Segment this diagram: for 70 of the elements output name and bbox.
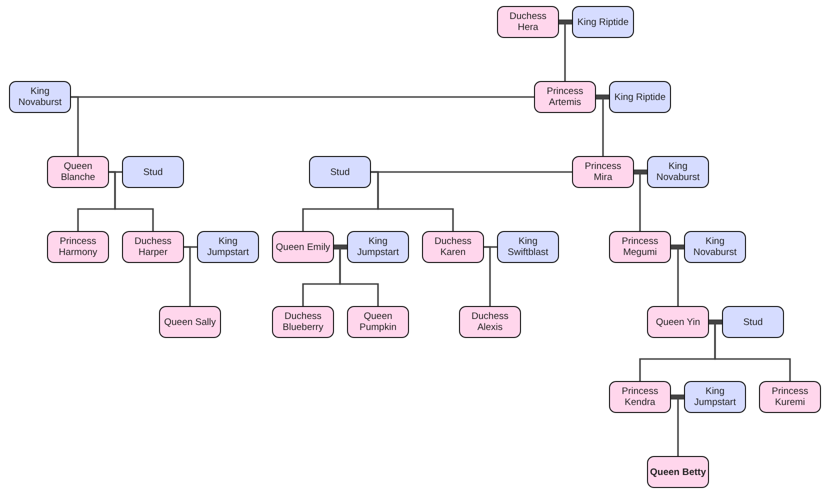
person-name: King Novaburst xyxy=(655,161,701,183)
person-box xyxy=(347,231,409,263)
marriage-line xyxy=(671,394,684,400)
person-name: Stud xyxy=(329,166,351,178)
person-name: Princess Megumi xyxy=(620,236,660,258)
person-box xyxy=(609,381,671,413)
person-name: Queen Yin xyxy=(654,316,702,328)
person-name: Princess Kendra xyxy=(620,386,660,408)
marriage-line xyxy=(596,94,609,100)
person-box xyxy=(534,81,596,113)
person-name: Queen Pumpkin xyxy=(358,311,398,333)
person-box xyxy=(272,231,334,263)
marriage-line xyxy=(634,170,647,174)
family-line xyxy=(484,246,491,306)
person-name: Princess Artemis xyxy=(546,86,584,108)
person-name: Stud xyxy=(142,166,164,178)
person-box xyxy=(272,306,334,338)
person-box xyxy=(684,381,746,413)
person-box xyxy=(497,6,559,38)
person-box xyxy=(459,306,521,338)
person-box xyxy=(684,231,746,263)
person-name: Duchess Hera xyxy=(508,11,548,33)
person-name: Queen Sally xyxy=(163,316,217,328)
person-box xyxy=(647,306,709,338)
family-line xyxy=(71,96,79,156)
family-line xyxy=(371,171,454,231)
person-name: King Jumpstart xyxy=(356,236,400,258)
person-box xyxy=(609,81,671,113)
person-name: King Novaburst xyxy=(692,236,738,258)
person-box xyxy=(422,231,484,263)
person-box xyxy=(572,156,634,188)
person-box xyxy=(9,81,71,113)
person-box xyxy=(497,231,559,263)
person-box xyxy=(122,231,184,263)
person-name: Princess Harmony xyxy=(58,236,98,258)
family-line xyxy=(109,171,154,231)
person-name: Princess Kuremi xyxy=(770,386,810,408)
person-name: King Swiftblast xyxy=(506,236,550,258)
person-name: King Jumpstart xyxy=(693,386,737,408)
marriage-line xyxy=(559,20,572,24)
person-name: King Riptide xyxy=(576,16,630,28)
person-box xyxy=(122,156,184,188)
person-name: Stud xyxy=(742,316,764,328)
person-box xyxy=(47,156,109,188)
person-name: King Jumpstart xyxy=(206,236,250,258)
person-name: Duchess Alexis xyxy=(470,311,510,333)
person-name: Princess Mira xyxy=(584,161,622,183)
person-box xyxy=(159,306,221,338)
person-name: Queen Blanche xyxy=(60,161,96,183)
person-box xyxy=(309,156,371,188)
marriage-line xyxy=(671,244,684,250)
person-box xyxy=(47,231,109,263)
marriage-line xyxy=(709,320,722,324)
person-name: Duchess Harper xyxy=(134,236,172,258)
person-box xyxy=(572,6,634,38)
person-box xyxy=(197,231,259,263)
person-name: Duchess Karen xyxy=(434,236,472,258)
marriage-line xyxy=(334,244,347,250)
person-box xyxy=(647,156,709,188)
person-name: Queen Betty xyxy=(649,466,707,478)
family-line xyxy=(184,246,191,306)
person-box xyxy=(722,306,784,338)
person-name: Queen Emily xyxy=(274,242,332,252)
person-name: King Riptide xyxy=(613,92,667,102)
person-name: King Novaburst xyxy=(17,86,63,108)
person-name: Duchess Blueberry xyxy=(282,311,324,333)
person-box xyxy=(647,456,709,488)
person-box xyxy=(759,381,821,413)
person-box xyxy=(609,231,671,263)
person-box xyxy=(347,306,409,338)
